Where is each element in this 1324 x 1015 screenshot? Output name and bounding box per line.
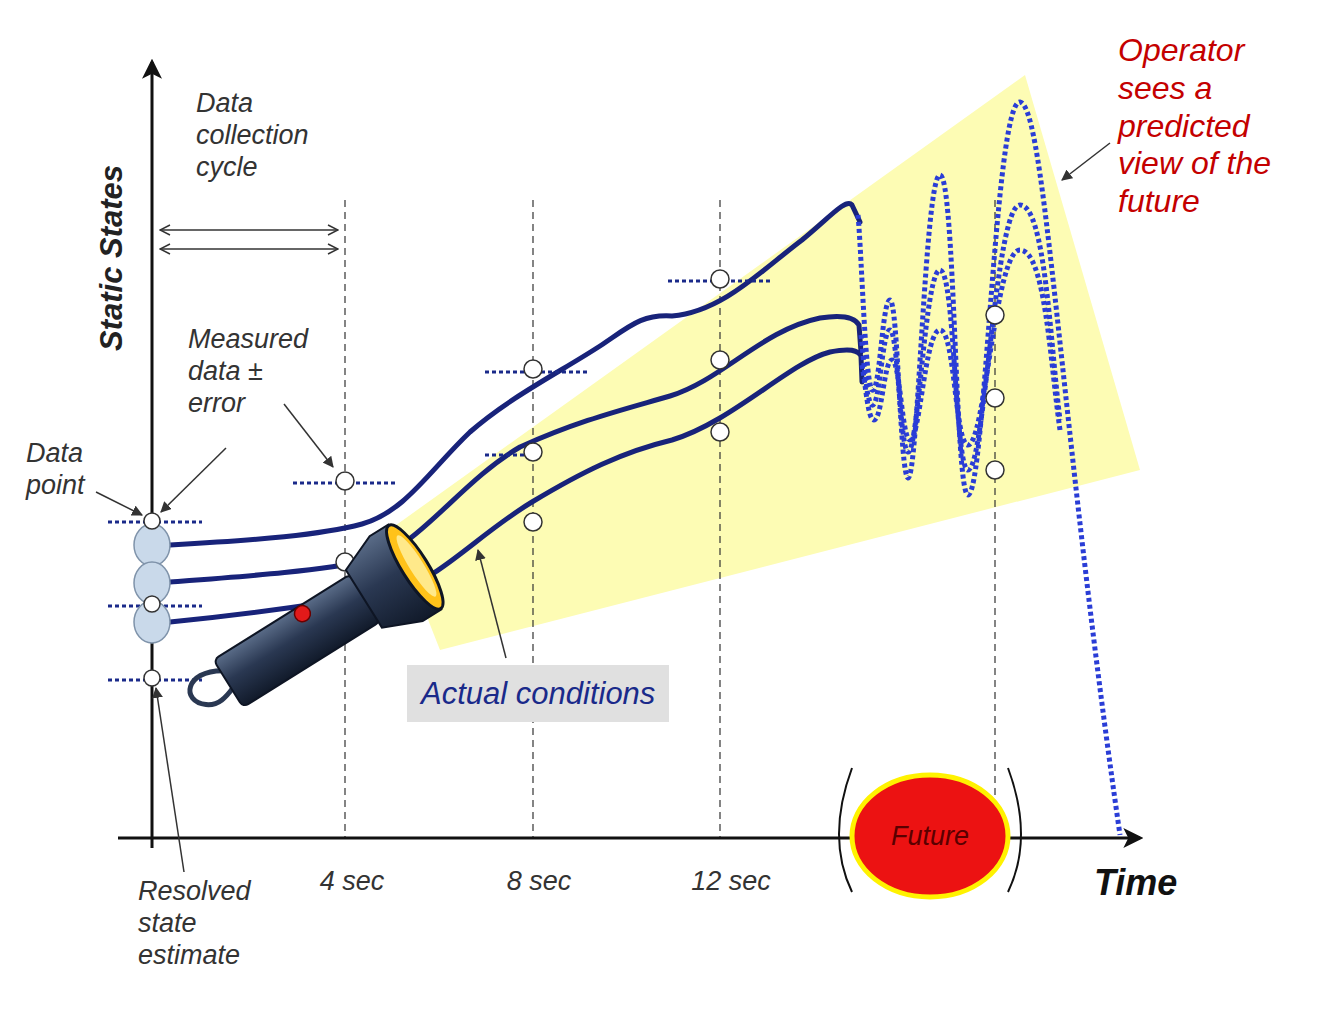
time-marker-lines — [345, 200, 995, 838]
state-estimates — [134, 524, 170, 643]
y-axis — [151, 62, 154, 848]
axis-title: Static States — [94, 165, 131, 351]
data-point-label: Data point — [26, 438, 108, 502]
operator-note: Operator sees a predicted view of the fu… — [1118, 32, 1308, 221]
future-ellipse-outline — [852, 775, 1008, 897]
actual-curves — [170, 204, 862, 622]
callout-box: Actual conditions — [407, 665, 669, 722]
time-tick: 8 sec — [507, 866, 572, 898]
cycle-label: Data collection cycle — [196, 88, 324, 184]
light-cone — [392, 75, 1140, 650]
measured-label: Measured data ± error — [188, 324, 316, 420]
time-tick: 4 sec — [320, 866, 385, 898]
future-ellipse: Future — [848, 771, 1012, 901]
error-bars — [108, 281, 772, 680]
resolved-label: Resolved state estimate — [138, 876, 264, 972]
cycle-arrows — [160, 230, 338, 249]
predicted-curves — [858, 102, 1120, 835]
node-text: Actual conditions — [421, 675, 655, 712]
time-tick: 12 sec — [691, 866, 771, 898]
leader-arrows — [96, 143, 1110, 872]
node-text: Future — [891, 820, 969, 852]
axis-title: Time — [1094, 862, 1177, 904]
